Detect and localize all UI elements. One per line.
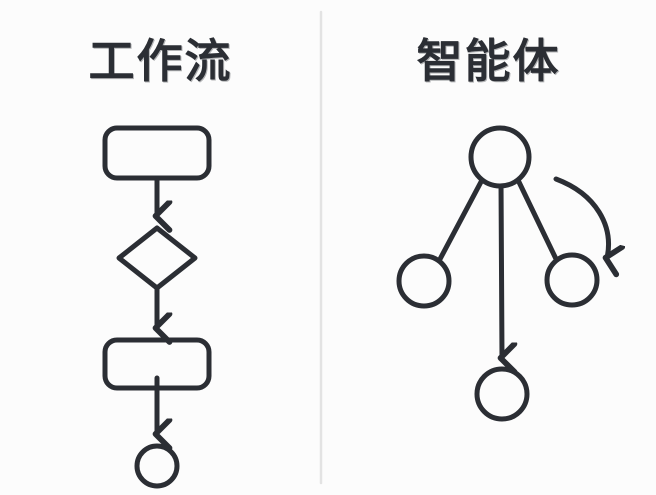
agent-child-bottom-circle-shape (474, 366, 530, 422)
agent-diagram (396, 125, 608, 422)
link-root-to-right-line (515, 177, 560, 264)
workflow-panel-title: 工作流 (88, 34, 233, 88)
agent-root-circle-shape (468, 125, 532, 189)
decision-diamond-shape (116, 225, 198, 291)
link-root-to-left-line (436, 177, 485, 264)
agent-child-right-circle-shape (544, 252, 600, 308)
process-box-top-shape (102, 125, 212, 181)
terminal-circle-shape (134, 443, 180, 489)
feedback-curved-arrow-path (553, 176, 608, 258)
agent-child-left-circle-shape (396, 253, 452, 309)
arrow-root-to-bottom-line (501, 178, 502, 358)
agent-panel-title: 智能体 (416, 34, 561, 88)
workflow-diagram (102, 125, 212, 489)
